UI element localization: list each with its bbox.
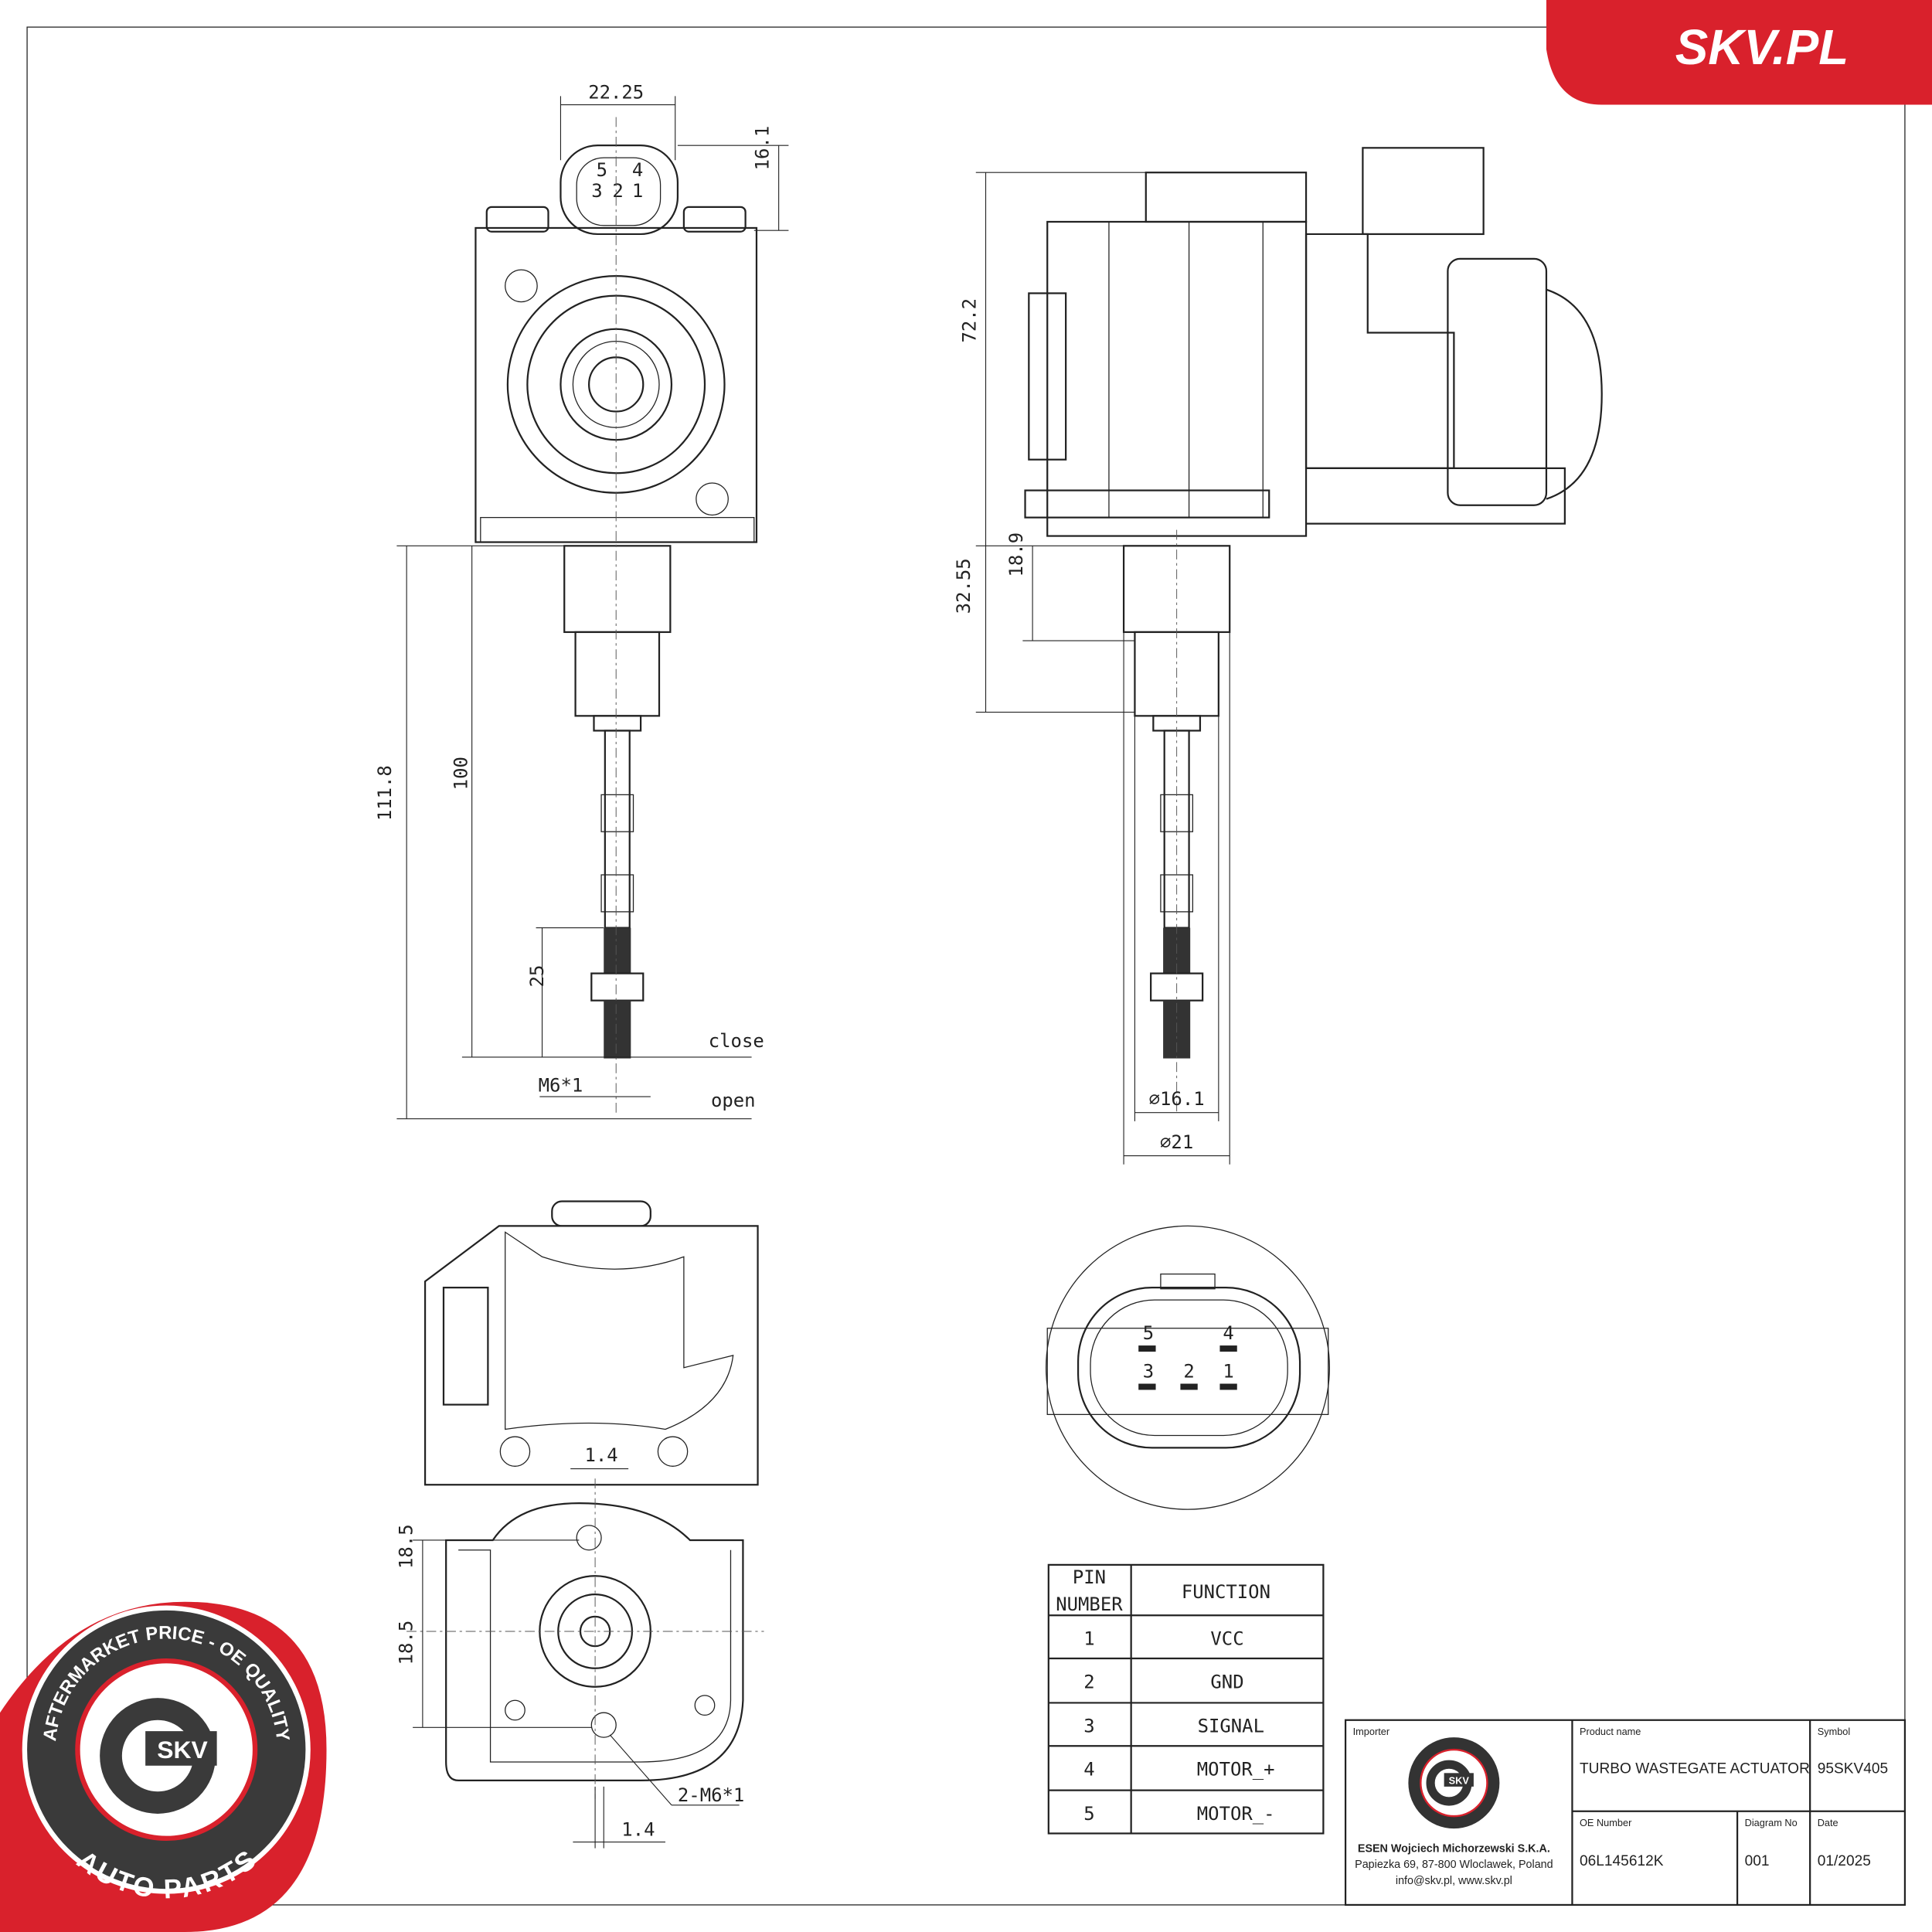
dim-stem-18-9: 18.9 [1005,532,1027,577]
svg-text:SKV: SKV [1449,1775,1470,1787]
skv-quality-badge: SKV AFTERMARKET PRICE - OE QUALITY AUTO … [0,1601,327,1932]
svg-text:Symbol: Symbol [1818,1726,1851,1737]
bottom-dimensions: 1.4 18.5 18.5 2-M6*1 1.4 [396,1444,744,1849]
svg-text:5: 5 [597,159,607,181]
dim-offset-top: 1.4 [584,1444,617,1466]
svg-text:Importer: Importer [1353,1726,1390,1737]
svg-text:4: 4 [632,159,643,181]
dim-rod-100: 100 [451,757,472,790]
svg-text:1: 1 [1223,1361,1233,1383]
side-dimensions: 72.2 18.9 32.55 ⌀16.1 ⌀21 [953,172,1230,1165]
date: 01/2025 [1818,1853,1871,1869]
svg-text:Diagram No: Diagram No [1745,1817,1798,1828]
importer-logo: SKV [1408,1737,1500,1829]
dim-offset-bottom: 1.4 [621,1819,655,1841]
svg-text:Papiezka 69, 87-800 Wloclawek,: Papiezka 69, 87-800 Wloclawek, Poland [1355,1859,1553,1871]
svg-text:2: 2 [1083,1671,1094,1692]
side-view [1024,147,1603,1115]
svg-text:ESEN Wojciech Michorzewski S.K: ESEN Wojciech Michorzewski S.K.A. [1358,1842,1550,1855]
dim-hole-lower: 18.5 [396,1621,417,1665]
svg-text:4: 4 [1223,1322,1233,1344]
svg-text:SKV: SKV [157,1736,208,1764]
svg-text:NUMBER: NUMBER [1056,1594,1123,1615]
svg-text:1: 1 [632,180,643,202]
dim-thread-m6: M6*1 [539,1075,583,1097]
dim-dia-16-1: ⌀16.1 [1149,1088,1205,1110]
svg-text:4: 4 [1083,1759,1094,1781]
svg-text:PIN: PIN [1073,1566,1106,1588]
svg-text:5: 5 [1083,1803,1094,1825]
dim-connector-width: 22.25 [588,82,644,104]
svg-text:1: 1 [1083,1628,1094,1650]
svg-text:2: 2 [612,180,623,202]
brand-logo: SKV.PL [1546,0,1932,105]
front-dimensions: 22.25 16.1 111.8 100 25 M6*1 close open [374,82,789,1120]
svg-text:info@skv.pl, www.skv.pl: info@skv.pl, www.skv.pl [1396,1875,1512,1887]
drawing-frame [26,26,1906,1906]
pin-table: PIN NUMBER FUNCTION 1 VCC 2 GND 3 SIGNAL… [1047,1563,1325,1835]
svg-text:SIGNAL: SIGNAL [1198,1716,1264,1737]
svg-text:Product name: Product name [1580,1726,1641,1737]
symbol: 95SKV405 [1818,1760,1888,1777]
dim-thread-25: 25 [526,965,548,988]
svg-text:FUNCTION: FUNCTION [1182,1581,1270,1603]
dim-holes-m6: 2-M6*1 [678,1784,744,1806]
connector-detail: 5 4 3 2 1 [1045,1225,1330,1510]
product-name: TURBO WASTEGATE ACTUATOR [1580,1760,1810,1777]
svg-text:3: 3 [1143,1361,1154,1383]
position-open-label: open [711,1090,756,1111]
dim-connector-height: 16.1 [751,126,773,171]
svg-text:MOTOR_+: MOTOR_+ [1197,1759,1275,1781]
oe-number: 06L145612K [1580,1853,1664,1869]
svg-text:SKV.PL: SKV.PL [1675,19,1849,75]
dim-body-height: 72.2 [958,298,980,343]
svg-text:5: 5 [1143,1322,1154,1344]
svg-text:3: 3 [591,180,602,202]
svg-text:VCC: VCC [1210,1628,1243,1650]
svg-text:GND: GND [1210,1671,1243,1692]
bottom-view [406,1200,764,1799]
dim-rod-111-8: 111.8 [374,765,396,821]
svg-text:3: 3 [1083,1716,1094,1737]
title-block: Importer SKV ESEN Wojciech Michorzewski … [1344,1719,1906,1906]
svg-text:Date: Date [1818,1817,1838,1828]
svg-text:MOTOR_-: MOTOR_- [1197,1803,1275,1825]
dim-hole-upper: 18.5 [396,1524,417,1569]
svg-text:2: 2 [1183,1361,1194,1383]
front-view: 5 4 3 2 1 [474,117,758,1115]
svg-text:OE Number: OE Number [1580,1817,1632,1828]
position-close-label: close [709,1030,764,1052]
dim-stem-32-55: 32.55 [953,558,975,614]
diagram-no: 001 [1745,1853,1770,1869]
dim-dia-21: ⌀21 [1160,1131,1193,1153]
